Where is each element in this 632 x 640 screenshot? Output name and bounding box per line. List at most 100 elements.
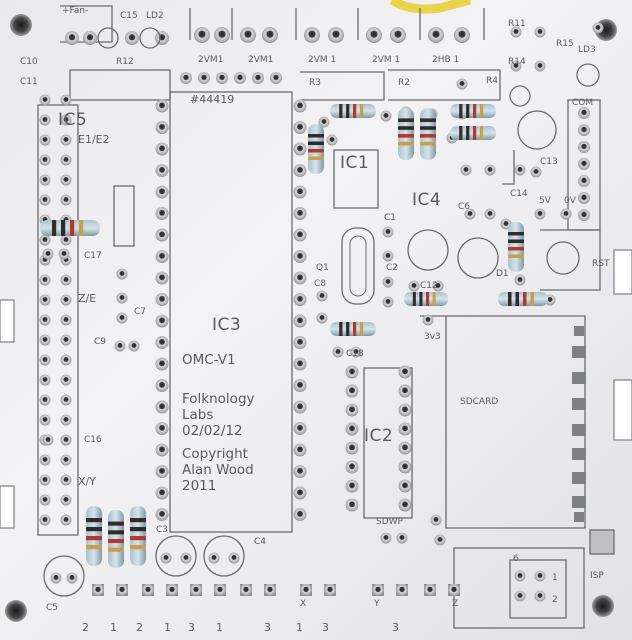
solder-pad [155, 508, 169, 521]
solder-pad [60, 294, 72, 306]
solder-pad [60, 334, 72, 346]
board-text-line-4: 02/02/12 [182, 423, 243, 439]
board-text-line-5: Copyright [182, 446, 248, 462]
connector-pad [578, 124, 590, 136]
component-pad [42, 434, 54, 446]
bottom-conn-label-1: 2 [82, 621, 89, 634]
connector-pad [214, 27, 230, 43]
solder-pad [60, 234, 72, 246]
solder-pad [293, 465, 307, 478]
ic4-label: IC4 [412, 190, 442, 210]
sdwp-label: SDWP [376, 517, 403, 527]
ic2-pins [345, 365, 412, 512]
solder-pad [155, 443, 169, 457]
component-pad [592, 22, 604, 34]
connector-pad [240, 584, 252, 596]
bottom-conn-label-6: 1 [216, 621, 223, 634]
solder-pad [60, 494, 72, 506]
solder-pad [60, 174, 72, 186]
solder-pad [345, 498, 359, 512]
solder-pad [293, 379, 307, 392]
solder-pad [398, 422, 412, 436]
connector-pad [65, 31, 79, 45]
header-pad [234, 72, 246, 84]
solder-pad [155, 250, 169, 263]
solder-pad [60, 354, 72, 366]
component-pad [116, 312, 128, 324]
header-pad [216, 72, 228, 84]
top-conn-label-1: 2VM1 [198, 55, 224, 65]
component-pad [50, 572, 62, 584]
com-label: COM [572, 98, 594, 108]
xy-label: X/Y [78, 475, 96, 488]
ic5-pins [39, 94, 72, 526]
isp-pin1-label: 1 [552, 573, 558, 583]
component-pad [560, 208, 572, 220]
component-pad [530, 166, 542, 178]
solder-pad [293, 121, 307, 134]
part-number: #44419 [190, 93, 235, 106]
solder-pad [293, 336, 307, 349]
component-pad [116, 268, 128, 280]
solder-pad [293, 400, 307, 414]
solder-pad [39, 354, 51, 366]
solder-pad [155, 207, 169, 220]
resistors [40, 104, 548, 568]
component-pad [326, 134, 338, 146]
component-pad [510, 26, 522, 38]
solder-pad [345, 403, 359, 417]
connector-pad [92, 584, 104, 596]
solder-pad [39, 334, 51, 346]
connector-pad [578, 107, 590, 119]
connector-pad [190, 584, 202, 596]
component-pad [534, 26, 546, 38]
solder-pad [293, 142, 307, 156]
solder-pad [345, 479, 359, 493]
header-pad [270, 72, 282, 84]
solder-pad [39, 514, 51, 526]
component-pad [434, 534, 446, 546]
solder-pad [39, 394, 51, 406]
header-pad [252, 72, 264, 84]
solder-pad [60, 154, 72, 166]
solder-pad [293, 99, 307, 113]
solder-pad [60, 134, 72, 146]
connector-pad [116, 584, 128, 596]
component-pad [160, 552, 172, 564]
c8-label: C8 [314, 279, 327, 289]
solder-pad [293, 228, 307, 242]
component-pad [116, 292, 128, 304]
c10-label: C10 [20, 57, 38, 67]
bottom-conn-label-9: 3 [322, 621, 329, 634]
solder-pad [293, 207, 307, 220]
sdcard-label: SDCARD [460, 397, 499, 407]
solder-pad [155, 121, 169, 134]
component-pad [332, 346, 344, 358]
solder-pad [39, 234, 51, 246]
solder-pad [293, 293, 307, 306]
solder-pad [345, 441, 359, 455]
r14-label: R14 [508, 57, 526, 67]
c6-label: C6 [458, 202, 471, 212]
resistor [108, 510, 124, 568]
solder-pad [60, 374, 72, 386]
top-conn-label-4: 2VM 1 [372, 55, 401, 65]
solder-pad [155, 164, 169, 177]
connector-pad [324, 584, 336, 596]
isp-label: ISP [590, 571, 604, 581]
bottom-conn-label-7: X [300, 599, 307, 609]
top-conn-label-5: 2HB 1 [432, 55, 460, 65]
connector-pad [166, 584, 178, 596]
board-text-line-7: 2011 [182, 478, 217, 494]
connector-pad [304, 27, 320, 43]
isp-pin2-label: 2 [552, 595, 558, 605]
ic5-label: IC5 [58, 110, 88, 130]
solder-pad [398, 479, 412, 493]
resistor [404, 292, 448, 306]
component-pad [514, 164, 526, 176]
connector-pad [262, 27, 278, 43]
solder-pad [398, 384, 412, 398]
q1-label: Q1 [316, 263, 329, 273]
